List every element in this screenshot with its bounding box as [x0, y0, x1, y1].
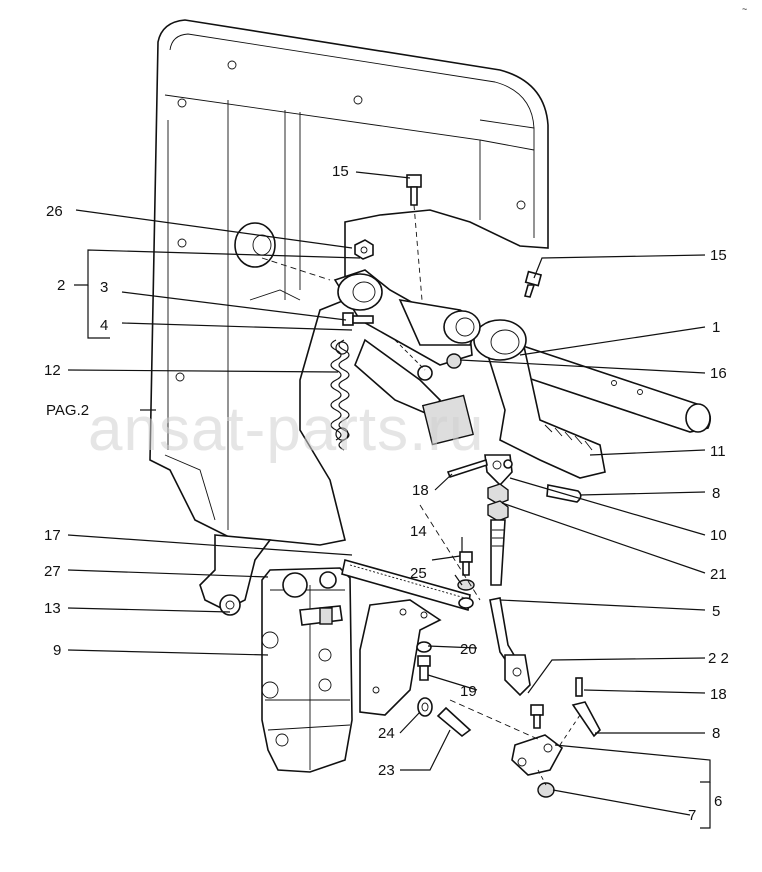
- callout-17: 17: [44, 527, 61, 544]
- bolt-15-upper: [406, 174, 423, 301]
- bracket-19: [359, 599, 442, 716]
- reference-pag2: PAG.2: [46, 402, 89, 419]
- bolt-14: [459, 551, 473, 576]
- washer-20: [416, 641, 432, 653]
- callout-18-lower: 18: [710, 686, 727, 703]
- callout-22: 2 2: [708, 650, 729, 667]
- rod-21: [490, 519, 506, 586]
- callout-15-upper: 15: [332, 163, 349, 180]
- plate-17: [341, 559, 471, 612]
- callout-16: 16: [710, 365, 727, 382]
- callout-15-right: 15: [710, 247, 727, 264]
- callout-27: 27: [44, 563, 61, 580]
- callout-1: 1: [712, 319, 720, 336]
- bolt-22: [530, 704, 544, 729]
- callout-7: 7: [688, 807, 696, 824]
- callout-8-lower: 8: [712, 725, 720, 742]
- callout-6: 6: [714, 793, 722, 810]
- callout-24: 24: [378, 725, 395, 742]
- mounting-plate: [149, 19, 549, 616]
- callout-20: 20: [460, 641, 477, 658]
- callout-19: 19: [460, 683, 477, 700]
- callout-14: 14: [410, 523, 427, 540]
- callout-18-upper: 18: [412, 482, 429, 499]
- rod-5: [489, 597, 531, 697]
- callout-4: 4: [100, 317, 108, 334]
- callout-25: 25: [410, 565, 427, 582]
- callout-3: 3: [100, 279, 108, 296]
- callout-2: 2: [57, 277, 65, 294]
- bolt-23: [436, 706, 472, 738]
- callout-23: 23: [378, 762, 395, 779]
- watermark: ansat-parts.ru: [88, 395, 485, 464]
- leader-lines: [67, 171, 711, 829]
- nut-16: [446, 353, 462, 369]
- nut-26: [354, 239, 374, 260]
- corner-mark: ~: [742, 4, 747, 14]
- bolt-3-4: [342, 312, 374, 326]
- assembly-lines: [261, 257, 581, 786]
- callout-12: 12: [44, 362, 61, 379]
- nut-21: [487, 483, 509, 522]
- spring-12: [330, 339, 350, 451]
- clevis-10: [484, 454, 513, 487]
- brake-lever-11: [473, 319, 606, 479]
- callout-10: 10: [710, 527, 727, 544]
- pedal-shaft-1: [508, 343, 711, 433]
- brake-valve-body: [261, 567, 353, 773]
- plate-pivot-boss: [234, 222, 276, 268]
- pin-18-lower: [575, 677, 583, 697]
- callout-9: 9: [53, 642, 61, 659]
- bolt-15-right: [524, 270, 543, 298]
- washer-24: [417, 697, 433, 717]
- washer-25: [457, 579, 475, 609]
- callout-13: 13: [44, 600, 61, 617]
- bushing-7: [537, 782, 555, 798]
- clamp-6: [511, 734, 564, 776]
- bolt-19: [417, 655, 431, 681]
- callout-11: 11: [710, 443, 726, 460]
- pin-8-lower: [571, 701, 601, 738]
- callout-labels: 15 26 2 3 4 12 PAG.2 17 27 13 9 15 1 16 …: [44, 163, 729, 824]
- callout-26: 26: [46, 203, 63, 220]
- callout-8-upper: 8: [712, 485, 720, 502]
- pin-18-upper: [446, 458, 488, 478]
- callout-5: 5: [712, 603, 720, 620]
- callout-21: 21: [710, 566, 727, 583]
- clutch-lever: [333, 269, 481, 446]
